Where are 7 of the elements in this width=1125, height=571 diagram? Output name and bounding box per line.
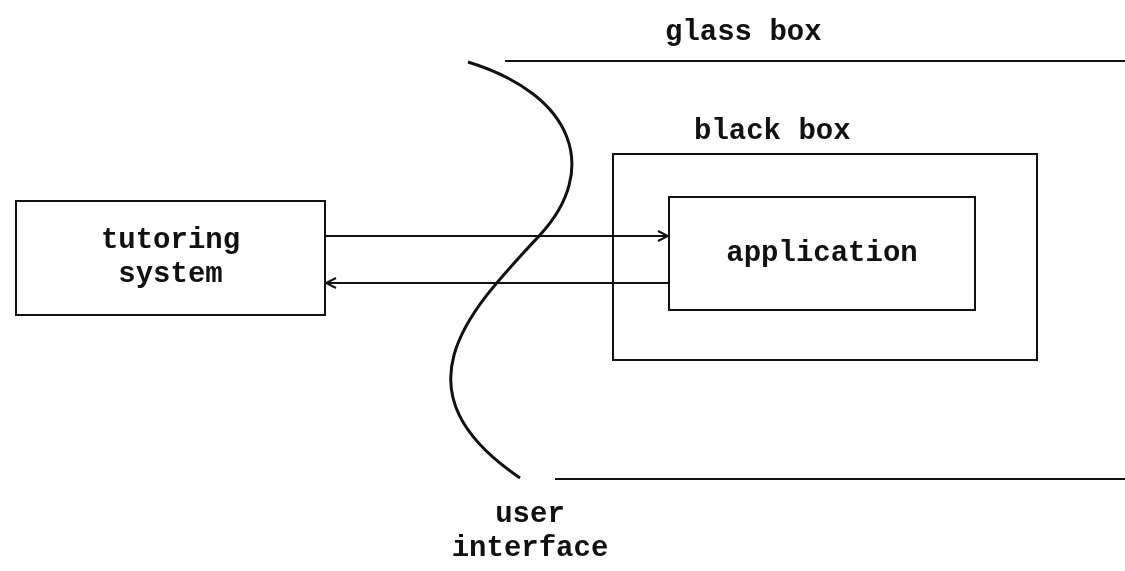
region-heading: glass box [665, 16, 822, 50]
arrow [325, 277, 669, 289]
region-heading: black box [694, 115, 851, 149]
arrow [325, 230, 669, 242]
process-box: application [668, 196, 976, 311]
boundary-label: user interface [450, 498, 610, 566]
process-box: tutoring system [15, 200, 326, 316]
